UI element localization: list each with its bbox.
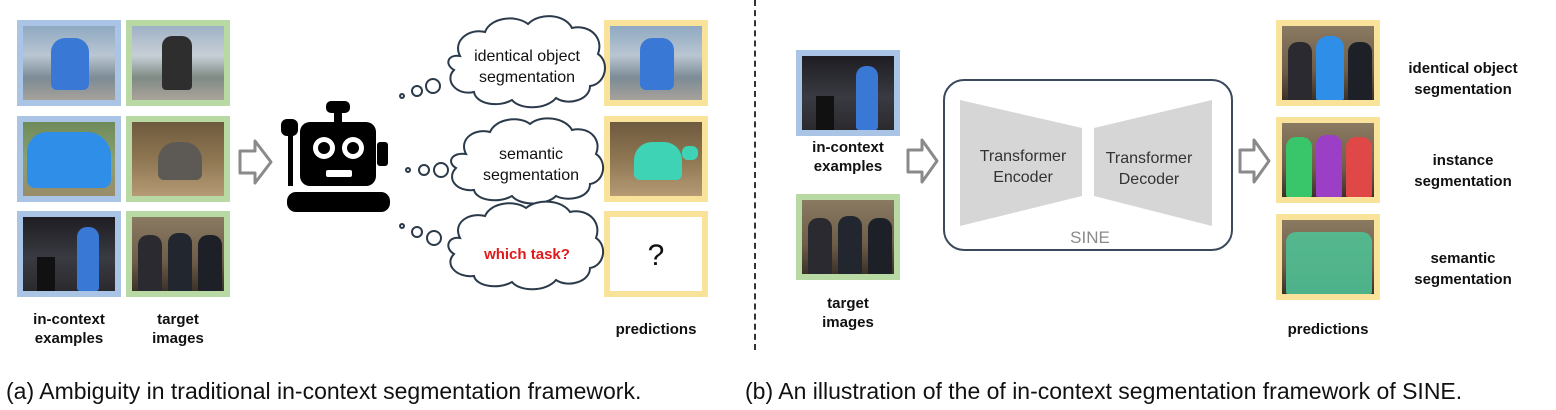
person-3 <box>198 235 222 291</box>
decoder-shape <box>1094 100 1212 226</box>
target-images-label: target images <box>152 311 204 347</box>
thought-dot <box>433 162 449 178</box>
cloud-semantic <box>450 117 605 205</box>
task-label-semantic: semantic segmentation <box>1414 250 1512 288</box>
panel-b-target-frame <box>796 194 900 280</box>
elephant-figure <box>158 142 202 180</box>
panel-b-example-frame <box>796 50 900 136</box>
example-frame-skate <box>17 20 121 106</box>
predictions-label: predictions <box>615 321 697 338</box>
task-label-identical: identical object segmentation <box>1408 60 1518 98</box>
thought-dot <box>418 164 430 176</box>
example-frame-elephants <box>17 116 121 202</box>
example-frame-speaker <box>17 211 121 297</box>
panel-b-person-1 <box>808 218 832 274</box>
target-frame-elephant <box>126 116 230 202</box>
speaker-mask <box>77 227 99 291</box>
caption-b: (b) An illustration of the of in-context… <box>745 378 1463 404</box>
pred-identical-person-1 <box>1288 42 1312 100</box>
panel-b-arrow-in-icon <box>906 138 939 184</box>
thought-dot <box>425 78 441 94</box>
panel-b-in-context-label: in-context examples <box>812 139 884 175</box>
sine-label: SINE <box>1070 228 1110 247</box>
cloud-text-which-task: which task? <box>484 246 570 263</box>
unknown-prediction-mark: ? <box>647 239 665 272</box>
panel-b-pred-identical <box>1276 20 1380 106</box>
person-2 <box>168 233 192 291</box>
prediction-frame-skate <box>604 20 708 106</box>
pred-identical-mask <box>1316 36 1344 100</box>
encoder-shape <box>960 100 1082 226</box>
caption-a: (a) Ambiguity in traditional in-context … <box>6 378 642 404</box>
panel-divider <box>754 0 756 350</box>
cloud-which-task <box>447 200 605 291</box>
elephant-prediction-mask-small <box>682 146 698 160</box>
target-frame-skate <box>126 20 230 106</box>
decoder-label: Transformer Decoder <box>1105 150 1193 188</box>
panel-b-podium <box>816 96 834 130</box>
panel-b-predictions-label: predictions <box>1287 321 1369 338</box>
cloud-text-identical: identical object segmentation <box>474 48 580 86</box>
semantic-mask <box>1286 232 1372 294</box>
panel-b-person-3 <box>868 218 892 274</box>
thought-dots <box>399 78 449 246</box>
panel-b-arrow-out-icon <box>1238 138 1271 184</box>
panel-b-target-label: target images <box>822 295 874 331</box>
panel-a-arrow-icon <box>238 139 273 185</box>
cloud-identical <box>447 15 606 109</box>
elephant-prediction-mask <box>634 142 682 180</box>
task-label-instance: instance segmentation <box>1414 152 1512 190</box>
panel-b-speaker-mask <box>856 66 878 130</box>
instance-mask-purple <box>1316 135 1342 197</box>
instance-mask-red <box>1346 137 1372 197</box>
thought-dot <box>399 223 405 229</box>
thought-dot <box>405 167 411 173</box>
skater-figure <box>162 36 192 90</box>
elephants-mask <box>27 132 111 188</box>
thought-dot <box>411 226 423 238</box>
robot-icon <box>281 101 390 212</box>
prediction-frame-unknown: ? <box>604 211 708 297</box>
thought-dot <box>426 230 442 246</box>
skater-prediction-mask <box>640 38 674 90</box>
cloud-text-semantic: semantic segmentation <box>482 146 580 184</box>
person-1 <box>138 235 162 291</box>
pred-identical-person-3 <box>1348 42 1372 100</box>
panel-b-pred-instance <box>1276 117 1380 203</box>
prediction-frame-elephant <box>604 116 708 202</box>
target-frame-people <box>126 211 230 297</box>
skater-mask <box>51 38 89 90</box>
panel-b-pred-semantic <box>1276 214 1380 300</box>
podium <box>37 257 55 291</box>
thought-dot <box>399 93 405 99</box>
thought-dot <box>411 85 423 97</box>
panel-b-person-2 <box>838 216 862 274</box>
in-context-examples-label: in-context examples <box>33 311 105 347</box>
encoder-label: Transformer Encoder <box>979 148 1067 186</box>
instance-mask-green <box>1286 137 1312 197</box>
